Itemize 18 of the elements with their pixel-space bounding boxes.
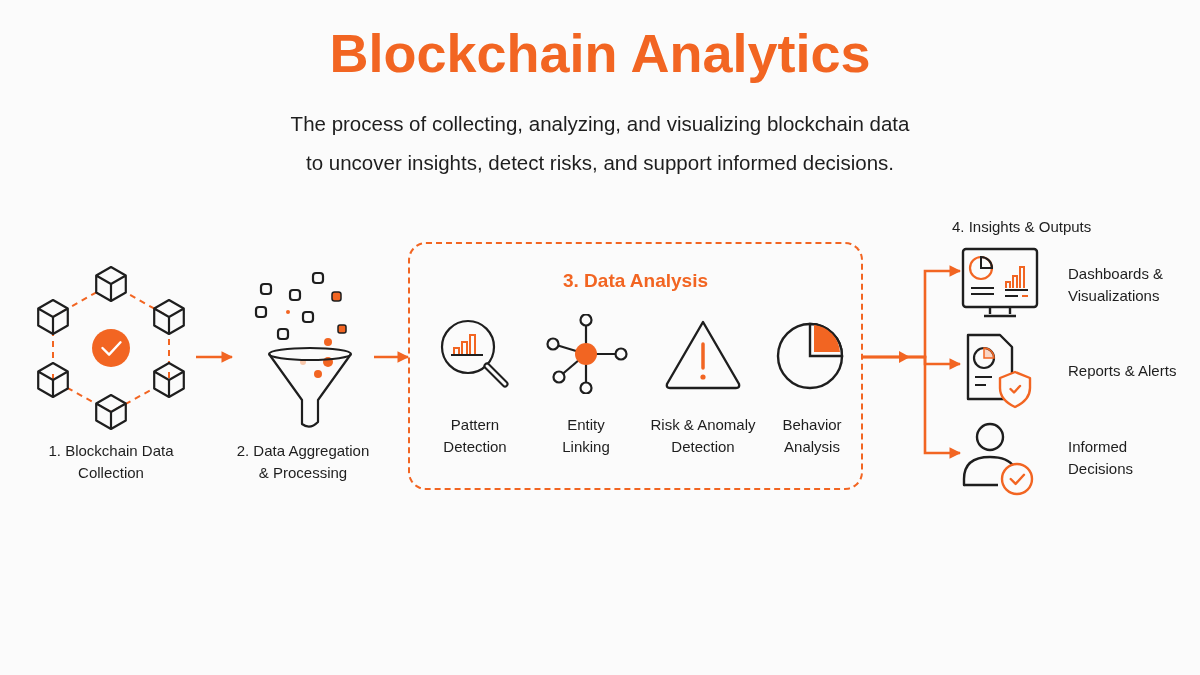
step-label: 2. Data Aggregation & Processing	[235, 441, 371, 483]
section-heading: 4. Insights & Outputs	[952, 218, 1092, 235]
step-label: 1. Blockchain Data Collection	[47, 441, 175, 483]
step-label: Pattern Detection	[442, 415, 508, 457]
step-label: Reports & Alerts	[1068, 361, 1177, 381]
title: Blockchain Analytics	[328, 22, 872, 84]
dashed-group-box	[408, 242, 863, 490]
step-label: Entity Linking	[561, 415, 611, 457]
analysis-item	[546, 314, 626, 454]
subtitle: The process of collecting, analyzing, and visualizing blockchain data to uncover insights, detect risks, and support informed decisions.	[289, 111, 911, 176]
step-label: Risk & Anomaly Detection	[649, 415, 757, 457]
step-label: Informed Decisions	[1068, 437, 1135, 479]
group-heading: 3. Data Analysis	[561, 270, 709, 292]
arrow	[374, 351, 410, 363]
step-label: Behavior Analysis	[781, 415, 843, 457]
arrow	[196, 351, 234, 363]
branch-arrow	[863, 355, 962, 459]
step-label: Dashboards & Visualizations	[1068, 264, 1165, 306]
